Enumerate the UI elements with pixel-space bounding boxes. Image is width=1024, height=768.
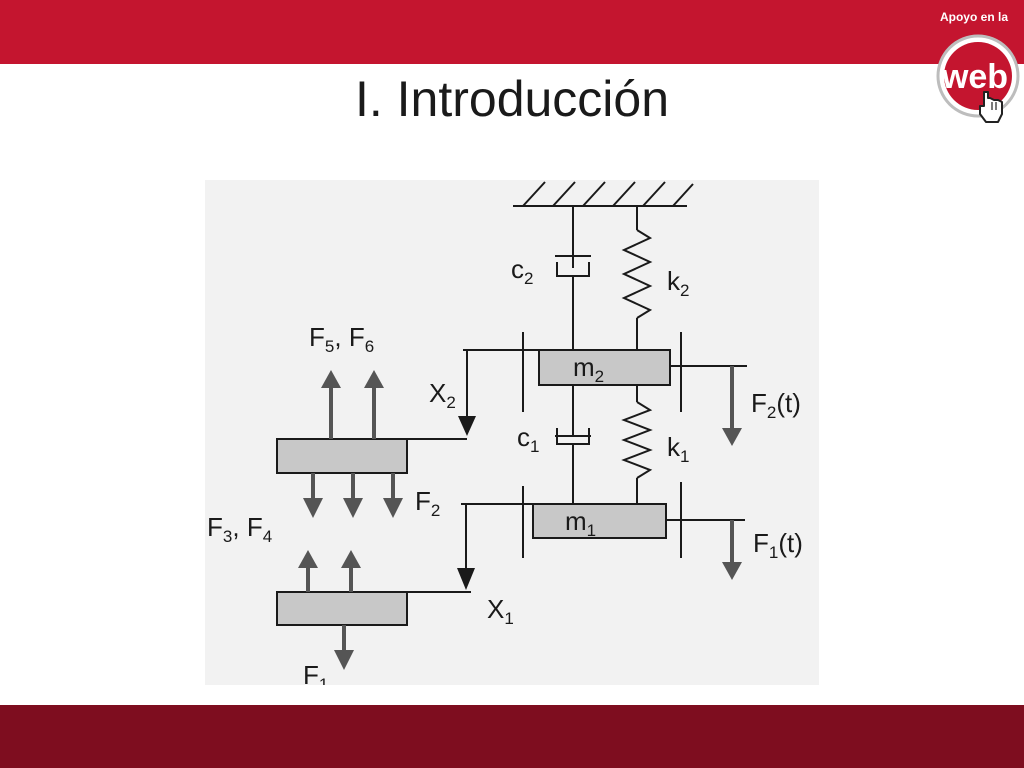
logo-caption: Apoyo en la (939, 10, 1008, 24)
damper-c2 (555, 206, 591, 350)
logo-word: web (941, 58, 1008, 96)
footer-band (0, 705, 1024, 768)
label-k1: k1 (667, 432, 689, 466)
label-x2: X2 (429, 378, 456, 412)
label-f2t: F2(t) (751, 388, 801, 422)
label-f1: F1 (303, 660, 328, 685)
slide-title: I. Introducción (354, 71, 670, 127)
apoyo-web-logo[interactable]: Apoyo en la web (928, 6, 1024, 134)
label-f1t: F1(t) (753, 528, 803, 562)
x1-arrow-head (457, 568, 475, 590)
upper-free-body-block (276, 438, 408, 474)
force-arrows-f2 (303, 473, 403, 518)
x2-arrow-head (458, 416, 476, 436)
lower-free-body-block (276, 591, 408, 626)
label-x1: X1 (487, 594, 514, 628)
ground-support (513, 181, 694, 207)
label-c1: c1 (517, 422, 539, 456)
label-c2: c2 (511, 254, 533, 288)
two-mass-system-diagram: c2 k2 m2 X2 F2(t) c1 k1 m1 X1 (205, 180, 819, 685)
f2t-arrow-head (722, 428, 742, 446)
damper-c1 (555, 385, 591, 504)
label-m2: m2 (573, 352, 604, 386)
spring-k1 (621, 385, 653, 504)
label-f2: F2 (415, 486, 440, 520)
f1t-arrow-head (722, 562, 742, 580)
force-arrows-f5-f6 (321, 370, 384, 439)
force-arrows-f3-f4 (298, 550, 361, 592)
logo-graphic: web (936, 34, 1020, 123)
label-k2: k2 (667, 266, 689, 300)
force-arrow-f1 (334, 625, 354, 670)
header-band (0, 0, 1024, 64)
label-m1: m1 (565, 506, 596, 540)
spring-k2 (621, 206, 653, 350)
mass-m1 (532, 503, 667, 539)
label-f3-f4: F3, F4 (207, 512, 272, 546)
mass-m2 (538, 349, 671, 386)
hand-cursor-icon (979, 91, 1003, 123)
label-f5-f6: F5, F6 (309, 322, 374, 356)
